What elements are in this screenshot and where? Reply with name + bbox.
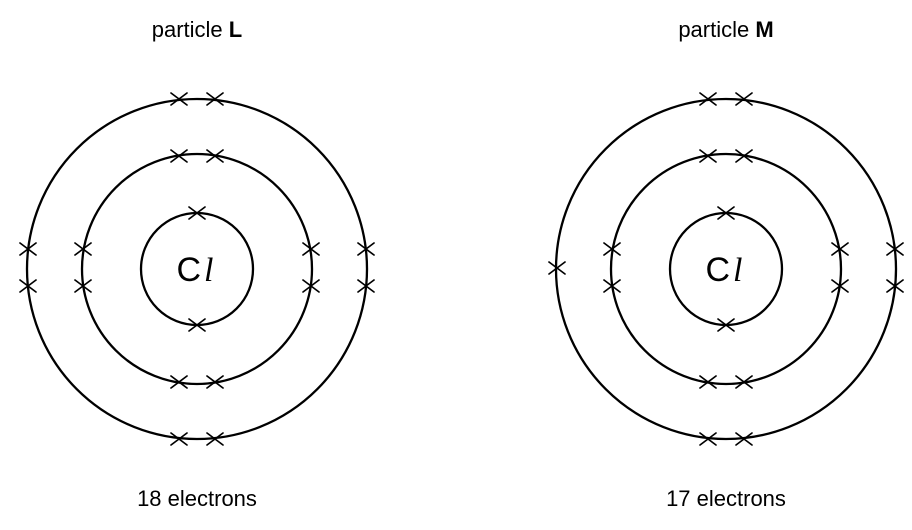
particle-l-diagram: Cl bbox=[19, 92, 375, 446]
electron-cross bbox=[206, 375, 224, 389]
electron-cross bbox=[548, 261, 566, 275]
particle-m-nucleus-symbol: Cl bbox=[705, 251, 742, 289]
particle-m-title-letter: M bbox=[755, 17, 774, 42]
electron-cross bbox=[831, 242, 849, 256]
electron-cross bbox=[170, 432, 188, 446]
particle-m-title: particle M bbox=[606, 17, 846, 43]
electron-cross bbox=[19, 279, 37, 293]
particle-m-electron-count: 17 electrons bbox=[666, 486, 786, 511]
electron-cross bbox=[603, 242, 621, 256]
electron-cross bbox=[74, 279, 92, 293]
electron-cross bbox=[735, 92, 753, 106]
particle-l-outer-shell bbox=[25, 97, 369, 441]
particle-l-electron-count: 18 electrons bbox=[137, 486, 257, 511]
electron-cross bbox=[886, 279, 904, 293]
particle-m-diagram: Cl bbox=[548, 92, 904, 446]
electron-cross bbox=[735, 375, 753, 389]
electron-cross bbox=[717, 318, 735, 332]
electron-cross bbox=[699, 432, 717, 446]
electron-cross bbox=[74, 242, 92, 256]
electron-cross bbox=[188, 206, 206, 220]
electron-cross bbox=[603, 279, 621, 293]
electron-cross bbox=[357, 279, 375, 293]
electron-cross bbox=[886, 242, 904, 256]
electron-cross bbox=[735, 432, 753, 446]
electron-cross bbox=[699, 375, 717, 389]
particle-m-title-prefix: particle bbox=[678, 17, 750, 42]
particle-l-middle-shell bbox=[80, 152, 314, 386]
particle-m-middle-shell bbox=[609, 152, 843, 386]
particle-l-nucleus-symbol: Cl bbox=[176, 251, 213, 289]
electron-cross bbox=[699, 92, 717, 106]
electron-cross bbox=[302, 279, 320, 293]
electron-cross bbox=[206, 432, 224, 446]
electron-cross bbox=[302, 242, 320, 256]
electron-cross bbox=[735, 149, 753, 163]
particle-l-electrons bbox=[19, 92, 375, 446]
electron-cross bbox=[170, 375, 188, 389]
particle-l-title: particle L bbox=[77, 17, 317, 43]
electron-cross bbox=[831, 279, 849, 293]
electron-cross bbox=[19, 242, 37, 256]
particle-l-title-prefix: particle bbox=[151, 17, 223, 42]
particle-l-title-letter: L bbox=[228, 17, 243, 42]
electron-cross bbox=[188, 318, 206, 332]
electron-cross bbox=[170, 149, 188, 163]
electron-cross bbox=[170, 92, 188, 106]
electron-cross bbox=[206, 149, 224, 163]
electron-cross bbox=[206, 92, 224, 106]
particle-m-electrons bbox=[548, 92, 904, 446]
electron-cross bbox=[699, 149, 717, 163]
electron-cross bbox=[357, 242, 375, 256]
electron-cross bbox=[717, 206, 735, 220]
